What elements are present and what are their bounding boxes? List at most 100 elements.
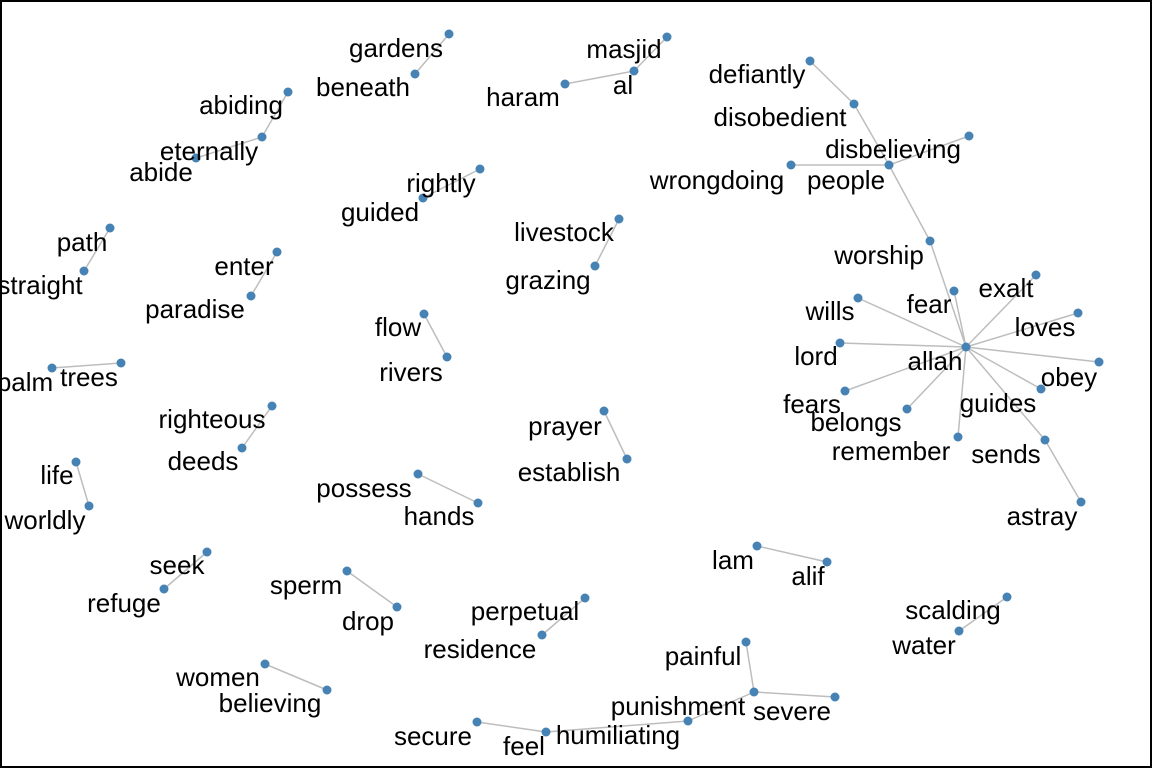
node-label-women: women	[175, 662, 260, 692]
node-label-sperm: sperm	[270, 570, 342, 600]
node-label-painful: painful	[665, 641, 742, 671]
edge-worship-allah	[929, 240, 967, 348]
node-life	[71, 457, 81, 467]
node-rightly	[475, 164, 485, 174]
node-label-exalt: exalt	[979, 273, 1035, 303]
node-label-establish: establish	[518, 457, 621, 487]
edge-secure-feel	[476, 721, 547, 733]
node-residence	[537, 630, 547, 640]
node-label-humiliating: humiliating	[556, 720, 680, 750]
edge-people-worship	[888, 164, 931, 242]
labels-layer: gardensbeneathmasjidalharamdefiantlydiso…	[0, 33, 1097, 761]
edge-allah-exalt	[965, 274, 1037, 348]
node-label-masjid: masjid	[586, 34, 661, 64]
node-label-deeds: deeds	[168, 446, 239, 476]
edge-disbelieving-people	[888, 135, 970, 166]
node-label-remember: remember	[832, 436, 951, 466]
node-paradise	[246, 291, 256, 301]
node-people	[884, 160, 894, 170]
node-disbelieving	[964, 131, 974, 141]
edge-palm-trees	[51, 362, 122, 369]
node-label-people: people	[807, 165, 885, 195]
node-label-defiantly: defiantly	[709, 59, 806, 89]
edge-feel-humiliating	[545, 720, 689, 733]
node-label-haram: haram	[486, 82, 560, 112]
node-label-water: water	[891, 630, 956, 660]
edge-lam-alif	[756, 545, 828, 563]
node-label-residence: residence	[424, 634, 537, 664]
node-label-punishment: punishment	[611, 691, 746, 721]
node-enter	[272, 247, 282, 257]
node-label-severe: severe	[753, 696, 831, 726]
node-label-guides: guides	[960, 388, 1037, 418]
edge-possess-hands	[417, 473, 479, 504]
node-label-life: life	[40, 460, 73, 490]
node-label-lam: lam	[712, 545, 754, 575]
edge-prayer-establish	[603, 410, 628, 460]
node-humiliating	[683, 716, 693, 726]
edge-painful-punishment	[745, 641, 755, 693]
node-livestock	[614, 214, 624, 224]
edge-punishment-humiliating	[687, 691, 755, 722]
node-sends	[1040, 435, 1050, 445]
edge-allah-obey	[965, 346, 1100, 363]
node-severe	[830, 692, 840, 702]
node-label-rivers: rivers	[379, 357, 443, 387]
node-label-lord: lord	[794, 341, 837, 371]
node-label-refuge: refuge	[87, 588, 161, 618]
node-gardens	[444, 29, 454, 39]
node-label-secure: secure	[394, 721, 472, 751]
node-wrongdoing	[786, 160, 796, 170]
node-establish	[622, 454, 632, 464]
node-wills	[853, 293, 863, 303]
edge-sends-astray	[1044, 439, 1082, 503]
node-label-fear: fear	[907, 289, 952, 319]
node-label-disobedient: disobedient	[714, 102, 848, 132]
node-label-perpetual: perpetual	[471, 596, 579, 626]
node-loves	[1073, 308, 1083, 318]
node-belongs	[902, 404, 912, 414]
node-drop	[392, 602, 402, 612]
node-lord	[835, 338, 845, 348]
node-palm	[47, 363, 57, 373]
node-label-wills: wills	[804, 296, 854, 326]
node-label-guided: guided	[341, 197, 419, 227]
node-label-righteous: righteous	[159, 404, 266, 434]
edge-grazing-livestock	[594, 218, 620, 267]
node-label-enter: enter	[214, 251, 274, 281]
node-haram	[560, 79, 570, 89]
edge-allah-sends	[965, 346, 1046, 441]
edge-guided-rightly	[422, 168, 481, 199]
node-label-feel: feel	[503, 731, 545, 761]
edge-residence-perpetual	[541, 597, 586, 636]
node-trees	[116, 358, 126, 368]
node-label-allah: allah	[908, 346, 963, 376]
node-label-flow: flow	[375, 312, 421, 342]
edge-allah-belongs	[906, 346, 967, 410]
edge-paradise-enter	[250, 251, 278, 297]
node-secure	[472, 717, 482, 727]
node-label-trees: trees	[60, 362, 118, 392]
edge-disobedient-people	[853, 103, 890, 166]
edge-al-masjid	[633, 36, 668, 72]
node-abide	[191, 153, 201, 163]
node-possess	[413, 469, 423, 479]
node-label-loves: loves	[1015, 312, 1076, 342]
node-guided	[418, 193, 428, 203]
node-scalding	[1002, 592, 1012, 602]
node-label-believing: believing	[219, 688, 322, 718]
node-label-disbelieving: disbelieving	[825, 134, 961, 164]
node-exalt	[1031, 270, 1041, 280]
node-fears	[840, 386, 850, 396]
node-obey	[1094, 357, 1104, 367]
edge-allah-loves	[965, 312, 1079, 348]
nodes-layer	[47, 29, 1104, 737]
node-label-sends: sends	[971, 439, 1040, 469]
node-lam	[752, 541, 762, 551]
edge-allah-remember	[957, 346, 967, 438]
node-feel	[541, 727, 551, 737]
node-disobedient	[849, 99, 859, 109]
node-punishment	[749, 687, 759, 697]
edge-haram-al	[564, 70, 635, 85]
node-path	[105, 223, 115, 233]
